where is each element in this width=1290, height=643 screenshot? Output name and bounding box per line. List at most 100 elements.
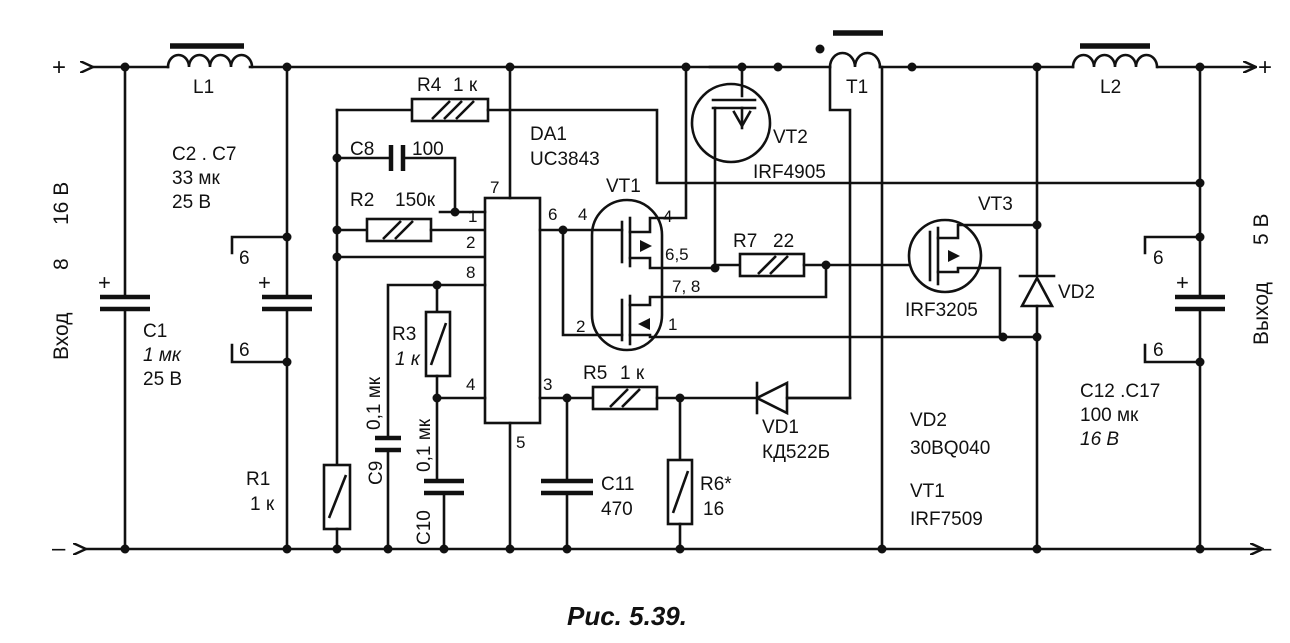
c10-label: C10 <box>414 510 435 545</box>
c8-value: 100 <box>412 139 444 160</box>
resistor-r6 <box>666 396 694 554</box>
r5-name: R5 <box>583 363 607 384</box>
r1-value: 1 к <box>250 494 275 515</box>
parts-vt1-part: IRF7509 <box>910 509 983 530</box>
r1-name: R1 <box>246 469 270 490</box>
resistor-r4 <box>335 97 1205 188</box>
vt1-pin-4-left: 4 <box>578 205 587 224</box>
svg-text:Выход: Выход <box>1250 282 1273 345</box>
c11-name: C11 <box>601 474 634 495</box>
c10-value-label: 0,1 мк <box>414 418 435 472</box>
minus-left-label: – <box>52 535 66 562</box>
svg-text:8: 8 <box>50 258 73 270</box>
c12-c17-voltage: 16 В <box>1080 429 1119 450</box>
svg-text:+: + <box>1176 270 1189 295</box>
l2-name: L2 <box>1100 77 1121 98</box>
capacitor-bank-c12-c17: + <box>1143 65 1225 554</box>
resistor-r3 <box>424 280 487 398</box>
r3-name: R3 <box>392 324 416 345</box>
transistor-vt1 <box>538 62 1008 352</box>
c12-c17-name: C12 .C17 <box>1080 381 1160 402</box>
ic-da1 <box>438 62 542 554</box>
r2-value: 150к <box>395 190 436 211</box>
da1-pin-7: 7 <box>490 178 499 197</box>
capacitor-c8 <box>332 145 457 214</box>
da1-pin-3: 3 <box>543 375 552 394</box>
vt2-name: VT2 <box>773 127 808 148</box>
svg-text:16 В: 16 В <box>50 182 73 225</box>
vd1-part: КД522Б <box>762 442 830 463</box>
r7-value: 22 <box>773 231 794 252</box>
resistor-r2 <box>332 207 487 243</box>
inductor-l1 <box>166 43 254 69</box>
output-voltage-label: Выход 5 В <box>1250 213 1273 345</box>
svg-text:5 В: 5 В <box>1250 213 1273 245</box>
plus-right-label: + <box>1258 54 1272 81</box>
svg-text:Вход: Вход <box>50 312 73 360</box>
da1-name: DA1 <box>530 124 567 145</box>
transistor-vt2 <box>690 62 772 270</box>
da1-pin-8: 8 <box>466 263 475 282</box>
c9-label: C9 <box>366 461 387 485</box>
figure-caption: Рис. 5.39. <box>567 601 687 631</box>
minus-right-label: – <box>1258 535 1272 562</box>
da1-part: UC3843 <box>530 149 600 170</box>
r3-value: 1 к <box>395 349 421 370</box>
capacitor-c1: + <box>98 62 150 554</box>
svg-text:+: + <box>98 270 111 295</box>
c12-c17-value: 100 мк <box>1080 405 1139 426</box>
capacitor-c11 <box>541 396 593 554</box>
vt3-part: IRF3205 <box>905 300 978 321</box>
t1-name: T1 <box>846 77 868 98</box>
input-voltage-label: Вход 8 16 В <box>50 182 73 360</box>
plus-left-label: + <box>52 54 66 81</box>
svg-text:0,1 мк: 0,1 мк <box>364 376 385 430</box>
vt1-pin-1: 1 <box>668 315 677 334</box>
l1-name: L1 <box>193 77 214 98</box>
parts-vd2-label: VD2 <box>910 410 947 431</box>
c2-c7-name: C2 . C7 <box>172 144 236 165</box>
vd2-name: VD2 <box>1058 282 1095 303</box>
r4-name: R4 <box>417 75 442 96</box>
r6-name: R6* <box>700 474 732 495</box>
da1-pin-5: 5 <box>516 433 525 452</box>
c2-c7-value: 33 мк <box>172 168 220 189</box>
transistor-vt3 <box>907 218 1042 339</box>
transformer-t1 <box>773 30 917 554</box>
vt1-pin-4-right: 4 <box>663 207 672 226</box>
capacitor-bank-c2-c7: + <box>230 62 312 554</box>
c12-c17-count-top: 6 <box>1153 248 1164 269</box>
da1-pin-6: 6 <box>548 205 557 224</box>
svg-text:+: + <box>258 270 271 295</box>
da1-pin-2: 2 <box>466 233 475 252</box>
resistor-r5 <box>538 385 757 411</box>
c8-name: C8 <box>350 139 374 160</box>
svg-text:C9: C9 <box>366 461 387 485</box>
r2-name: R2 <box>350 190 374 211</box>
c2-c7-voltage: 25 В <box>172 192 211 213</box>
vd1-name: VD1 <box>762 417 799 438</box>
svg-text:C10: C10 <box>414 510 435 545</box>
vt3-name: VT3 <box>978 194 1013 215</box>
parts-vt1-label: VT1 <box>910 481 945 502</box>
r4-value: 1 к <box>453 75 478 96</box>
capacitor-c9 <box>375 283 439 554</box>
diode-vd1 <box>754 380 852 416</box>
da1-pin-1: 1 <box>468 207 477 226</box>
r6-value: 16 <box>703 499 724 520</box>
vt1-pin-78: 7, 8 <box>672 277 700 296</box>
c2-c7-count-bottom: 6 <box>239 340 250 361</box>
resistor-r1 <box>322 108 352 554</box>
c9-value-label: 0,1 мк <box>364 376 385 430</box>
vt1-pin-65: 6,5 <box>665 245 689 264</box>
parts-vd2-part: 30BQ040 <box>910 438 990 459</box>
c12-c17-count-bottom: 6 <box>1153 340 1164 361</box>
r5-value: 1 к <box>620 363 645 384</box>
c1-value: 1 мк <box>143 345 182 366</box>
c1-name: C1 <box>143 321 167 342</box>
wire-pin2 <box>332 252 487 262</box>
c2-c7-count-top: 6 <box>239 248 250 269</box>
vt1-name: VT1 <box>606 176 641 197</box>
da1-pin-4: 4 <box>466 375 475 394</box>
